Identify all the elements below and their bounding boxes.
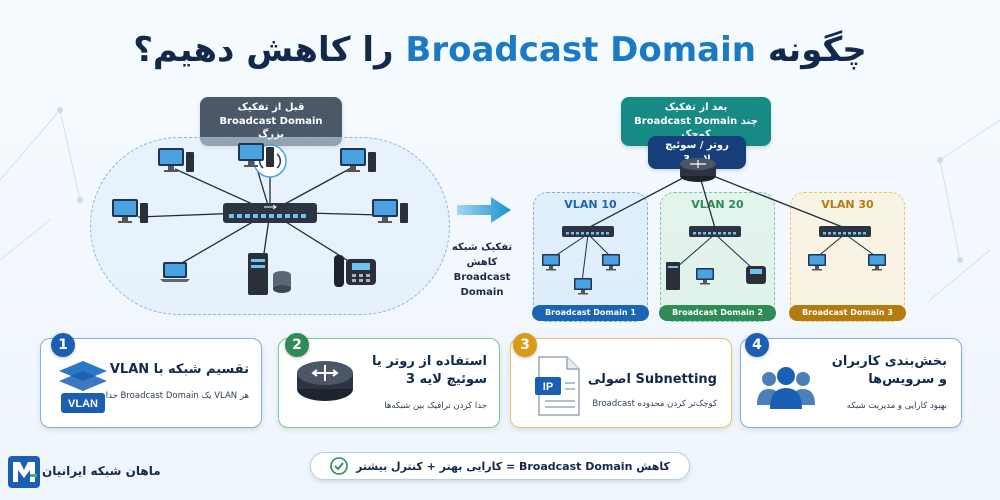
pc-icon	[808, 254, 826, 271]
server-icon	[248, 253, 291, 295]
pc-icon	[158, 148, 194, 172]
vlan-icon-text: VLAN	[68, 398, 98, 410]
card-3-number: 3	[513, 333, 537, 357]
before-label-line2: Broadcast Domain بزرگ	[219, 115, 323, 141]
broadcast-domain-1-label: Broadcast Domain 1	[532, 305, 649, 321]
after-label-line2: چند Broadcast Domain کوچک	[634, 115, 758, 141]
vlan-layers-icon: VLAN	[59, 361, 107, 413]
users-group-icon	[757, 367, 815, 409]
server-icon	[666, 262, 680, 290]
vlan-10-title: VLAN 10	[564, 198, 617, 211]
card-4-desc: بهبود کارایی و مدیریت شبکه	[846, 401, 947, 411]
card-2-title-line2: سوئیچ لایه 3	[405, 371, 487, 387]
company-logo-text: ماهان شبکه ایرانیان	[42, 464, 161, 478]
vlan-20-box: VLAN 20	[660, 192, 775, 322]
title-prefix: چگونه	[767, 30, 867, 70]
card-3-title: Subnetting اصولی	[587, 372, 717, 387]
card-vlan: 1 VLAN تقسیم شبکه با VLAN هر VLAN یک Bro…	[40, 333, 262, 428]
router-icon	[680, 158, 716, 182]
title-highlight: Broadcast Domain	[405, 30, 756, 70]
pc-icon	[602, 254, 620, 271]
card-1-title: تقسیم شبکه با VLAN	[109, 362, 249, 377]
pc-icon	[112, 199, 148, 223]
vlan20-switch-icon	[689, 226, 741, 237]
after-label-line1: بعد از تفکیک	[664, 102, 728, 113]
card-3-desc: کوچک‌تر کردن محدوده Broadcast	[592, 399, 717, 409]
laptop-icon	[160, 262, 190, 282]
card-4-title: بخش‌بندی کاربران و سرویس‌ها	[817, 353, 947, 388]
card-2-title-line1: استفاده از روتر یا	[372, 354, 487, 369]
vlan-30-title: VLAN 30	[821, 198, 874, 211]
ip-phone-icon	[334, 255, 376, 287]
summary-text: کاهش Broadcast Domain = کارایی بهتر + کن…	[356, 459, 670, 473]
caption-line3: Broadcast	[453, 272, 511, 283]
large-network-diagram	[112, 143, 408, 295]
card-1-desc: هر VLAN یک Broadcast Domain جدا	[105, 391, 249, 401]
card-4-title-line2: و سرویس‌ها	[868, 371, 947, 387]
before-label-line1: قبل از تفکیک	[237, 102, 305, 113]
broadcast-domain-2-label: Broadcast Domain 2	[659, 305, 776, 321]
pc-icon	[340, 148, 376, 172]
ip-document-icon: IP	[535, 356, 580, 416]
vlan10-switch-icon	[562, 226, 614, 237]
ip-phone-icon	[746, 266, 766, 284]
card-2-number: 2	[285, 333, 309, 357]
card-segmentation: 4 بخش‌بندی کاربران و سرویس‌ها بهبود کارا…	[740, 333, 962, 428]
title-suffix: را کاهش دهیم؟	[133, 30, 394, 70]
vlan30-switch-icon	[819, 226, 871, 237]
pc-icon	[868, 254, 886, 271]
pc-icon	[542, 254, 560, 271]
switch-icon	[223, 203, 317, 223]
card-2-desc: جدا کردن ترافیک بین شبکه‌ها	[384, 401, 487, 411]
card-4-title-line1: بخش‌بندی کاربران	[831, 354, 947, 369]
vlan-20-title: VLAN 20	[691, 198, 744, 211]
check-circle-icon	[330, 457, 348, 475]
card-4-number: 4	[745, 333, 769, 357]
caption-line1: تفکیک شبکه	[451, 242, 513, 253]
pc-icon	[696, 268, 714, 285]
summary-bar: کاهش Broadcast Domain = کارایی بهتر + کن…	[310, 452, 690, 480]
card-1-number: 1	[51, 333, 75, 357]
router-icon	[297, 361, 353, 401]
pc-icon	[372, 199, 408, 223]
pc-icon	[574, 278, 592, 295]
caption-line4: Domain	[460, 287, 504, 298]
arrow-right-icon	[457, 197, 511, 223]
segmentation-caption: تفکیک شبکه کاهش Broadcast Domain	[427, 240, 537, 300]
page-title: چگونه Broadcast Domain را کاهش دهیم؟	[0, 30, 1000, 70]
card-router: 2 استفاده از روتر یا سوئیچ لایه 3 جدا کر…	[278, 333, 500, 428]
company-logo-icon	[8, 456, 40, 488]
card-subnetting: 3 IP Subnetting اصولی کوچک‌تر کردن محدود…	[510, 333, 732, 428]
caption-line2: کاهش	[466, 257, 498, 268]
broadcast-domain-3-label: Broadcast Domain 3	[789, 305, 906, 321]
card-2-title: استفاده از روتر یا سوئیچ لایه 3	[357, 353, 487, 388]
ip-icon-text: IP	[543, 381, 553, 393]
segmented-network-diagram	[542, 158, 886, 295]
